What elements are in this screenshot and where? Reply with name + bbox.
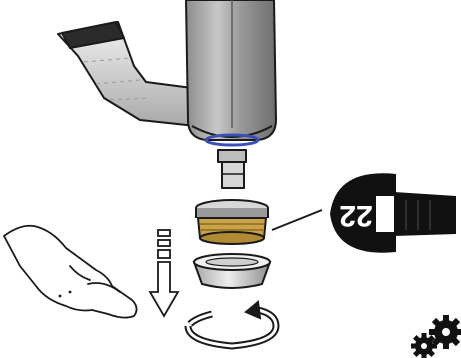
gears-tool-icon <box>411 315 461 358</box>
leader-line <box>272 210 322 230</box>
aerator-cap <box>194 254 270 288</box>
dashed-down-arrow-icon <box>150 230 178 316</box>
aerator-insert <box>196 200 268 244</box>
open-end-wrench-icon: 22 <box>330 173 456 252</box>
cartridge-stem <box>218 150 246 162</box>
open-hand-icon <box>4 226 137 318</box>
rotate-arrow-icon <box>188 302 276 346</box>
wrench-size-label: 22 <box>339 199 372 232</box>
faucet <box>58 0 276 188</box>
faucet-body <box>186 0 276 140</box>
